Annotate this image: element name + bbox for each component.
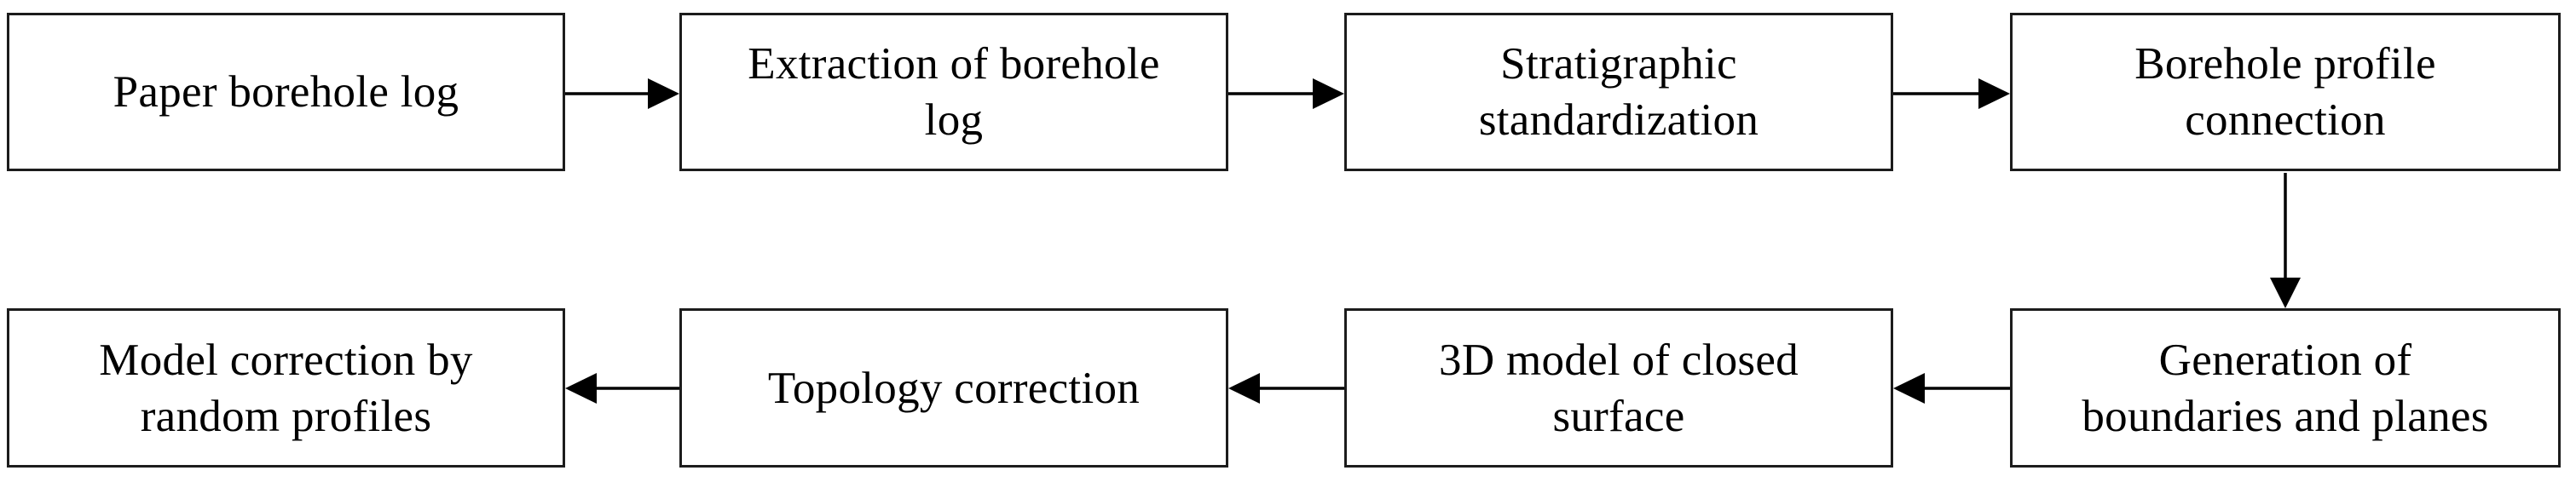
node-extraction-of-borehole-log: Extraction of borehole log <box>679 13 1228 171</box>
node-label-line: 3D model of closed <box>1439 335 1799 385</box>
node-label-line: random profiles <box>140 391 432 441</box>
node-model-correction-by-random-profiles: Model correction by random profiles <box>7 308 565 468</box>
node-label-line: Borehole profile <box>2134 39 2436 89</box>
node-3d-model-of-closed-surface: 3D model of closed surface <box>1344 308 1893 468</box>
node-label-line: log <box>924 95 984 145</box>
node-paper-borehole-log: Paper borehole log <box>7 13 565 171</box>
arrow-borehole-profile-to-generation-icon <box>2270 173 2301 308</box>
node-label-line: Paper borehole log <box>113 67 459 117</box>
arrow-paper-to-extraction-icon <box>565 78 679 109</box>
node-label-line: boundaries and planes <box>2082 391 2489 441</box>
node-label-line: standardization <box>1478 95 1759 145</box>
node-stratigraphic-standardization: Stratigraphic standardization <box>1344 13 1893 171</box>
node-label-line: Generation of <box>2158 335 2412 385</box>
arrow-extraction-to-stratigraphic-icon <box>1228 78 1344 109</box>
arrow-3d-model-to-topology-icon <box>1228 373 1344 404</box>
node-label-line: Topology correction <box>767 363 1141 413</box>
node-label-line: Extraction of borehole <box>748 39 1160 89</box>
arrow-stratigraphic-to-borehole-profile-icon <box>1893 78 2010 109</box>
node-topology-correction: Topology correction <box>679 308 1228 468</box>
arrow-generation-to-3d-model-icon <box>1893 373 2010 404</box>
node-label-line: surface <box>1552 391 1685 441</box>
arrow-topology-to-model-correction-icon <box>565 373 679 404</box>
node-label-line: Model correction by <box>99 335 473 385</box>
node-label-line: Stratigraphic <box>1500 39 1737 89</box>
node-label-line: connection <box>2185 95 2386 145</box>
node-generation-of-boundaries-and-planes: Generation of boundaries and planes <box>2010 308 2561 468</box>
node-borehole-profile-connection: Borehole profile connection <box>2010 13 2561 171</box>
